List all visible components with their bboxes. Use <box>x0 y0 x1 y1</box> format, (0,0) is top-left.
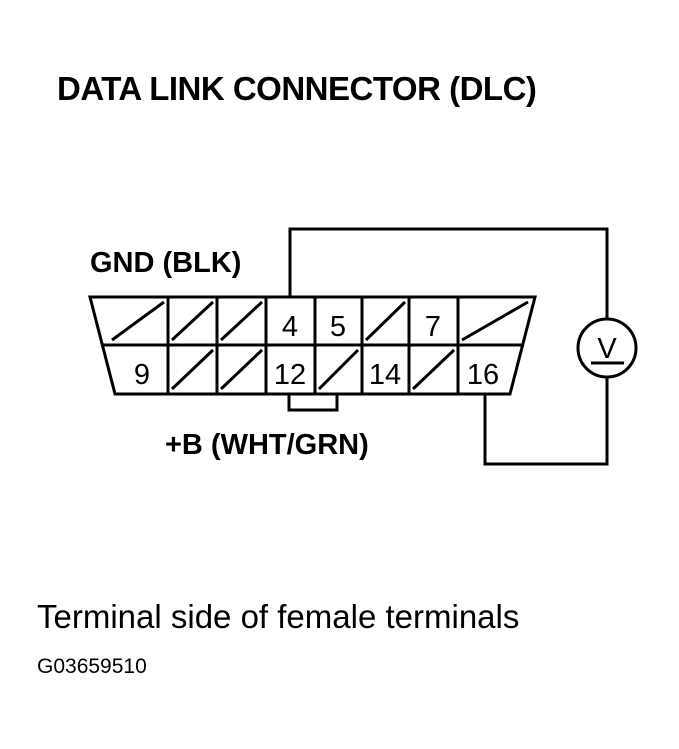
connector-body <box>88 295 537 396</box>
pin-4: 4 <box>282 311 298 343</box>
gnd-label: GND (BLK) <box>90 247 242 279</box>
unused-pin-11 <box>219 348 264 391</box>
pin-7: 7 <box>425 311 441 343</box>
unused-pin-1 <box>111 300 165 342</box>
pin-16: 16 <box>467 359 499 391</box>
unused-pin-13 <box>317 348 360 391</box>
figure-code: G03659510 <box>37 655 147 678</box>
connector-key-tab <box>287 394 339 412</box>
pin-12: 12 <box>274 359 306 391</box>
voltmeter-symbol: V <box>597 333 617 365</box>
unused-pin-6 <box>364 300 407 342</box>
pin-9: 9 <box>134 359 150 391</box>
diagram-title: DATA LINK CONNECTOR (DLC) <box>57 70 537 107</box>
pin-14: 14 <box>369 359 401 391</box>
wire-gnd <box>288 227 609 320</box>
figure-caption: Terminal side of female terminals <box>37 598 520 635</box>
voltmeter <box>576 317 638 379</box>
pin-5: 5 <box>330 311 346 343</box>
unused-pin-2 <box>170 300 215 342</box>
unused-pin-10 <box>170 348 215 391</box>
unused-pin-8 <box>461 300 529 342</box>
unused-pin-3 <box>219 300 264 342</box>
plus-b-label: +B (WHT/GRN) <box>165 429 369 461</box>
unused-pin-15 <box>411 348 456 391</box>
wire-plus-b <box>483 377 609 466</box>
